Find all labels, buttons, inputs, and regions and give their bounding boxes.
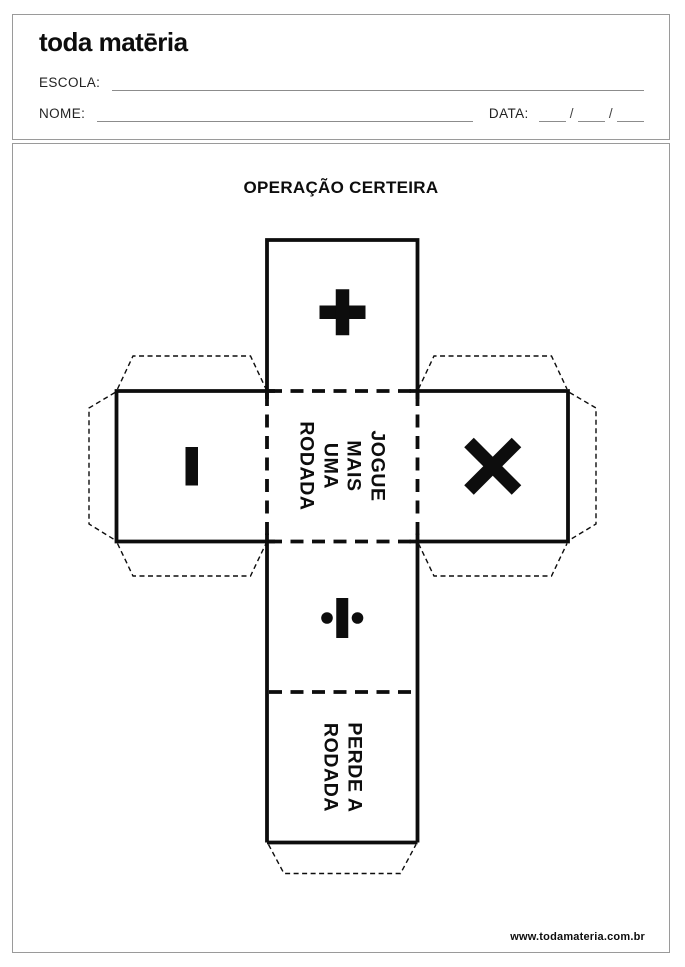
- multiply-icon: [464, 437, 522, 495]
- date-day-blank: [538, 106, 566, 122]
- face-line: UMA: [320, 442, 342, 490]
- header-section: toda matēria ESCOLA: NOME: DATA: / /: [12, 14, 670, 140]
- face-line: MAIS: [343, 440, 366, 492]
- cube-net: [88, 238, 597, 875]
- left-face-outline: [114, 389, 275, 544]
- minus-icon: [185, 447, 198, 486]
- name-blank-line: [97, 106, 473, 122]
- date-label: DATA:: [488, 106, 529, 121]
- top-face-outline: [265, 238, 420, 399]
- date-slash: /: [569, 106, 574, 121]
- face-line: PERDE A: [343, 721, 366, 813]
- glue-flap-right-top: [417, 355, 568, 390]
- glue-flap-right-side: [569, 391, 597, 541]
- rotated-text-block: JOGUE MAIS UMA RODADA: [295, 421, 390, 511]
- face-line: RODADA: [319, 722, 342, 812]
- face-text-perde-a-rodada: PERDE A RODADA: [267, 692, 417, 842]
- plus-icon: [319, 289, 366, 336]
- face-line: RODADA: [296, 421, 319, 511]
- name-label: NOME:: [39, 106, 86, 121]
- name-date-row: NOME: DATA: / /: [39, 106, 644, 122]
- glue-flap-bottom: [267, 844, 417, 875]
- footer-url: www.todamateria.com.br: [510, 931, 645, 943]
- glue-flap-right-bottom: [417, 543, 568, 577]
- face-text-jogue-mais-uma-rodada: JOGUE MAIS UMA RODADA: [267, 391, 417, 541]
- activity-section: OPERAÇÃO CERTEIRA: [12, 143, 670, 953]
- school-blank-line: [112, 75, 644, 91]
- school-label: ESCOLA:: [39, 75, 101, 90]
- school-row: ESCOLA:: [39, 75, 644, 91]
- right-face-outline: [409, 389, 570, 544]
- page-title: OPERAÇÃO CERTEIRA: [243, 178, 439, 197]
- glue-flap-left-bottom: [116, 543, 267, 577]
- date-slash: /: [608, 106, 613, 121]
- brand-logo: toda matēria: [39, 27, 188, 57]
- face-line: JOGUE: [367, 430, 389, 502]
- rotated-text-block: PERDE A RODADA: [318, 721, 366, 813]
- glue-flap-left-top: [116, 355, 267, 390]
- date-month-blank: [577, 106, 605, 122]
- date-year-blank: [617, 106, 644, 122]
- divide-icon: [321, 598, 364, 638]
- glue-flap-left-side: [88, 391, 116, 541]
